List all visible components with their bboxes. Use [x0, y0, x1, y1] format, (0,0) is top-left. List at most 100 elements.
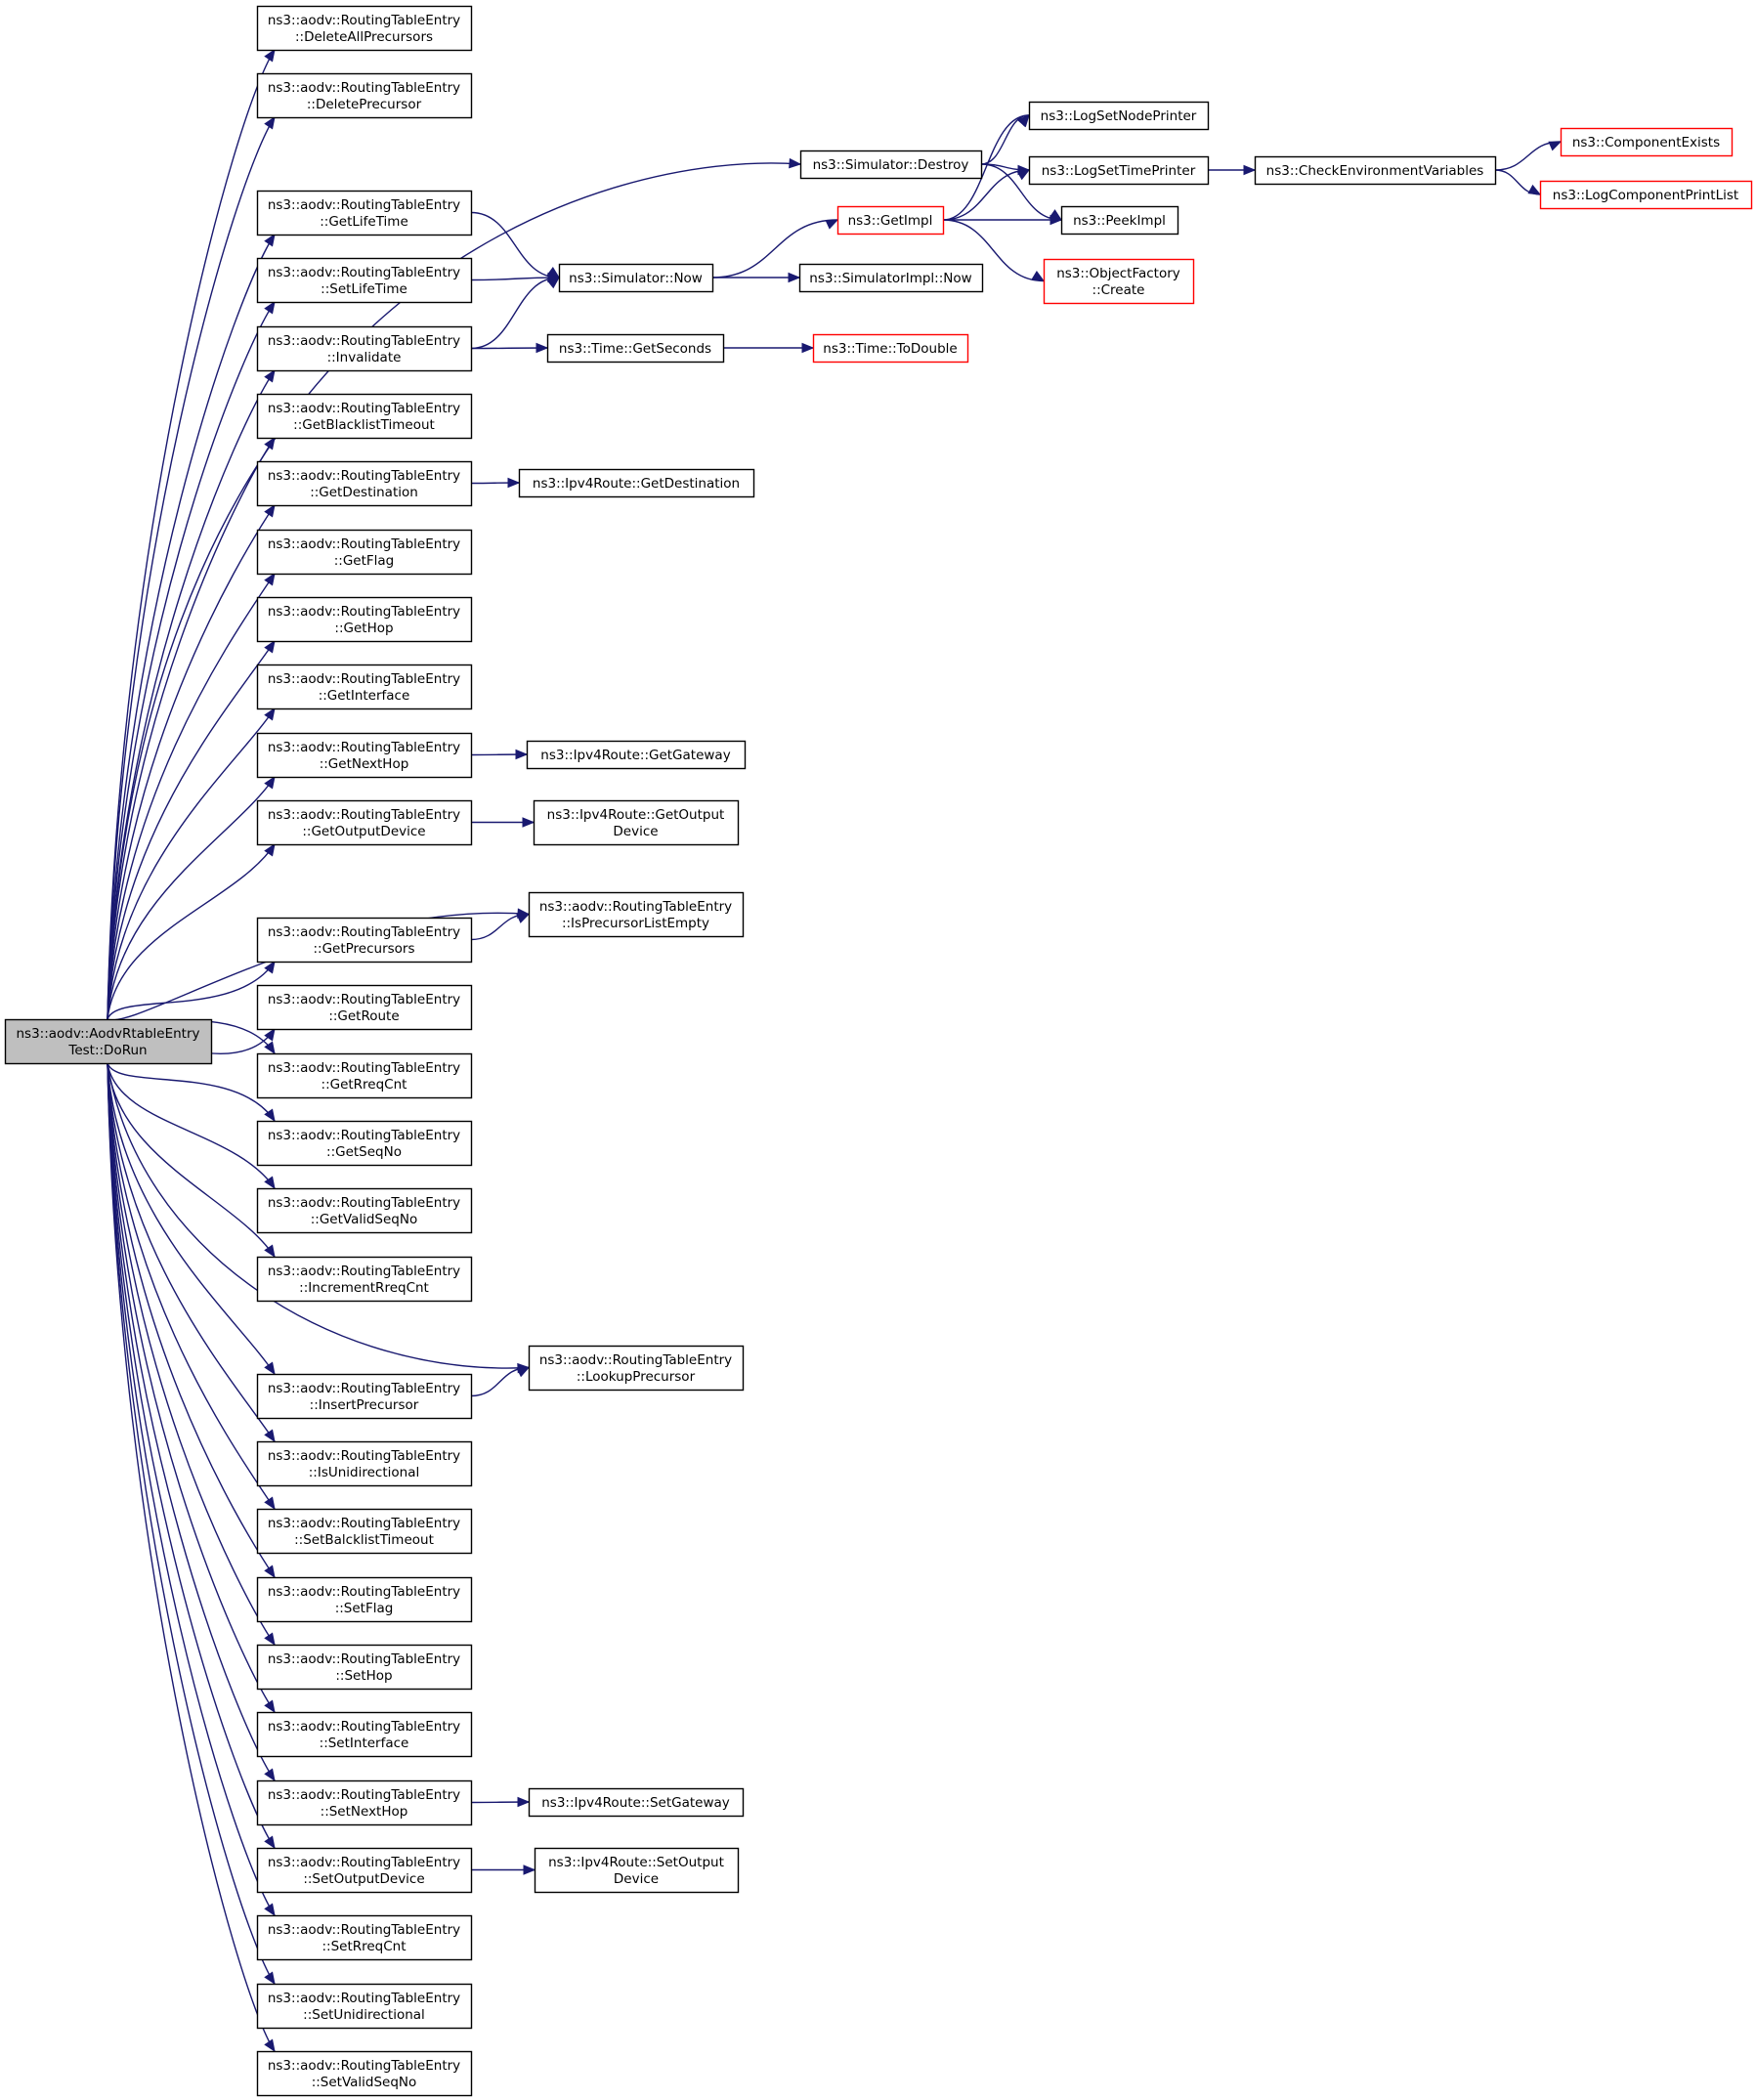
node-peek-impl[interactable]: ns3::PeekImpl [1060, 205, 1179, 236]
node-label: ::GetSeqNo [326, 1144, 402, 1160]
node-label: ::GetDestination [310, 485, 418, 500]
edge-root-to-set-life-time [107, 300, 276, 1020]
node-set-output-device[interactable]: ns3::aodv::RoutingTableEntry::SetOutputD… [256, 1847, 473, 1894]
node-label: ns3::aodv::RoutingTableEntry [268, 1195, 460, 1211]
node-component-exists[interactable]: ns3::ComponentExists [1560, 127, 1734, 157]
node-delete-all-precursors[interactable]: ns3::aodv::RoutingTableEntry::DeleteAllP… [256, 5, 473, 52]
edge-root-to-set-unidirectional [107, 1062, 276, 1986]
node-is-unidirectional[interactable]: ns3::aodv::RoutingTableEntry::IsUnidirec… [256, 1440, 473, 1487]
node-ipv4-get-output-device[interactable]: ns3::Ipv4Route::GetOutputDevice [533, 799, 740, 846]
edge-root-to-sim-destroy [107, 157, 802, 1020]
node-insert-precursor[interactable]: ns3::aodv::RoutingTableEntry::InsertPrec… [256, 1373, 473, 1420]
edge-root-to-get-output-device [107, 842, 276, 1020]
node-label: ::GetBlacklistTimeout [293, 417, 435, 433]
node-get-blacklist-timeout[interactable]: ns3::aodv::RoutingTableEntry::GetBlackli… [256, 393, 473, 440]
node-check-env-vars[interactable]: ns3::CheckEnvironmentVariables [1254, 155, 1497, 186]
node-box [528, 1345, 745, 1392]
node-box [256, 1508, 473, 1555]
node-invalidate[interactable]: ns3::aodv::RoutingTableEntry::Invalidate [256, 325, 473, 372]
node-label: ns3::aodv::RoutingTableEntry [268, 1651, 460, 1667]
node-set-interface[interactable]: ns3::aodv::RoutingTableEntry::SetInterfa… [256, 1711, 473, 1758]
node-get-output-device[interactable]: ns3::aodv::RoutingTableEntry::GetOutputD… [256, 799, 473, 846]
node-set-valid-seq-no[interactable]: ns3::aodv::RoutingTableEntry::SetValidSe… [256, 2050, 473, 2097]
node-box [256, 1052, 473, 1099]
node-box [256, 72, 473, 119]
node-set-hop[interactable]: ns3::aodv::RoutingTableEntry::SetHop [256, 1644, 473, 1691]
node-label: ns3::aodv::RoutingTableEntry [268, 924, 460, 940]
node-log-set-time-printer[interactable]: ns3::LogSetTimePrinter [1028, 155, 1210, 186]
node-get-flag[interactable]: ns3::aodv::RoutingTableEntry::GetFlag [256, 529, 473, 576]
node-box [812, 333, 969, 364]
edge-check-env-vars-to-component-exists [1494, 141, 1563, 171]
edge-root-to-get-precursors [107, 960, 276, 1020]
node-log-component-print-list[interactable]: ns3::LogComponentPrintList [1539, 180, 1753, 210]
node-object-factory-create[interactable]: ns3::ObjectFactory::Create [1043, 258, 1195, 305]
edge-set-output-device-to-ipv4-set-output-device [471, 1864, 536, 1875]
node-label: ::GetLifeTime [320, 214, 408, 230]
node-label: ::SetFlag [335, 1601, 394, 1616]
node-delete-precursor[interactable]: ns3::aodv::RoutingTableEntry::DeletePrec… [256, 72, 473, 119]
node-ipv4-set-output-device[interactable]: ns3::Ipv4Route::SetOutputDevice [534, 1847, 740, 1894]
edge-invalidate-to-sim-now [470, 277, 561, 350]
node-sim-now[interactable]: ns3::Simulator::Now [558, 263, 714, 293]
node-log-set-node-printer[interactable]: ns3::LogSetNodePrinter [1028, 101, 1210, 131]
edge-get-precursors-to-is-precursor-list-empty [470, 913, 531, 941]
node-box [534, 1847, 740, 1894]
node-is-precursor-list-empty[interactable]: ns3::aodv::RoutingTableEntry::IsPrecurso… [528, 891, 745, 938]
node-ipv4-set-gateway[interactable]: ns3::Ipv4Route::SetGateway [528, 1787, 745, 1818]
node-get-interface[interactable]: ns3::aodv::RoutingTableEntry::GetInterfa… [256, 664, 473, 710]
node-set-rreq-cnt[interactable]: ns3::aodv::RoutingTableEntry::SetRreqCnt [256, 1914, 473, 1961]
edge-sim-now-to-sim-impl-now [712, 272, 801, 283]
node-label: ns3::aodv::RoutingTableEntry [268, 1264, 460, 1279]
node-time-get-seconds[interactable]: ns3::Time::GetSeconds [546, 333, 725, 364]
node-get-life-time[interactable]: ns3::aodv::RoutingTableEntry::GetLifeTim… [256, 190, 473, 236]
node-get-valid-seq-no[interactable]: ns3::aodv::RoutingTableEntry::GetValidSe… [256, 1187, 473, 1234]
node-label: ::Create [1092, 282, 1145, 298]
node-label: ns3::GetImpl [848, 213, 933, 229]
edge-root-to-set-next-hop [107, 1062, 276, 1782]
node-box [256, 393, 473, 440]
node-get-destination[interactable]: ns3::aodv::RoutingTableEntry::GetDestina… [256, 460, 473, 507]
node-label: ns3::aodv::RoutingTableEntry [268, 401, 460, 416]
node-lookup-precursor[interactable]: ns3::aodv::RoutingTableEntry::LookupPrec… [528, 1345, 745, 1392]
node-label: ns3::LogSetTimePrinter [1042, 163, 1196, 179]
edge-get-life-time-to-sim-now [470, 211, 561, 279]
node-label: ns3::Ipv4Route::GetOutput [547, 807, 725, 823]
node-box [256, 1914, 473, 1961]
edge-root-to-set-valid-seq-no [107, 1062, 276, 2053]
node-ipv4-get-destination[interactable]: ns3::Ipv4Route::GetDestination [518, 468, 755, 498]
node-get-seq-no[interactable]: ns3::aodv::RoutingTableEntry::GetSeqNo [256, 1120, 473, 1167]
node-sim-destroy[interactable]: ns3::Simulator::Destroy [799, 150, 983, 180]
node-box [256, 257, 473, 304]
node-box [256, 732, 473, 779]
node-box [256, 1711, 473, 1758]
node-get-impl[interactable]: ns3::GetImpl [836, 205, 945, 236]
node-time-to-double[interactable]: ns3::Time::ToDouble [812, 333, 969, 364]
edge-root-to-get-life-time [107, 233, 276, 1020]
edge-root-to-insert-precursor [107, 1062, 276, 1376]
node-label: ::SetRreqCnt [321, 1939, 406, 1954]
node-label: ns3::Ipv4Route::SetOutput [548, 1855, 724, 1870]
node-set-next-hop[interactable]: ns3::aodv::RoutingTableEntry::SetNextHop [256, 1779, 473, 1826]
node-get-precursors[interactable]: ns3::aodv::RoutingTableEntry::GetPrecurs… [256, 917, 473, 964]
node-sim-impl-now[interactable]: ns3::SimulatorImpl::Now [798, 263, 984, 293]
node-get-route[interactable]: ns3::aodv::RoutingTableEntry::GetRoute [256, 984, 473, 1031]
node-set-life-time[interactable]: ns3::aodv::RoutingTableEntry::SetLifeTim… [256, 257, 473, 304]
node-box [256, 1187, 473, 1234]
node-ipv4-get-gateway[interactable]: ns3::Ipv4Route::GetGateway [526, 740, 747, 770]
node-set-balcklist-timeout[interactable]: ns3::aodv::RoutingTableEntry::SetBalckli… [256, 1508, 473, 1555]
node-label: ns3::aodv::RoutingTableEntry [268, 197, 460, 213]
node-label: ::SetInterface [320, 1736, 409, 1751]
node-get-rreq-cnt[interactable]: ns3::aodv::RoutingTableEntry::GetRreqCnt [256, 1052, 473, 1099]
node-set-unidirectional[interactable]: ns3::aodv::RoutingTableEntry::SetUnidire… [256, 1983, 473, 2030]
node-label: ns3::Simulator::Now [569, 271, 703, 286]
node-set-flag[interactable]: ns3::aodv::RoutingTableEntry::SetFlag [256, 1576, 473, 1623]
node-label: ::InsertPrecursor [310, 1397, 419, 1413]
node-get-next-hop[interactable]: ns3::aodv::RoutingTableEntry::GetNextHop [256, 732, 473, 779]
node-box [836, 205, 945, 236]
node-get-hop[interactable]: ns3::aodv::RoutingTableEntry::GetHop [256, 596, 473, 643]
edge-root-to-set-balcklist-timeout [107, 1062, 276, 1511]
node-box [256, 1644, 473, 1691]
node-increment-rreq-cnt[interactable]: ns3::aodv::RoutingTableEntry::IncrementR… [256, 1256, 473, 1303]
